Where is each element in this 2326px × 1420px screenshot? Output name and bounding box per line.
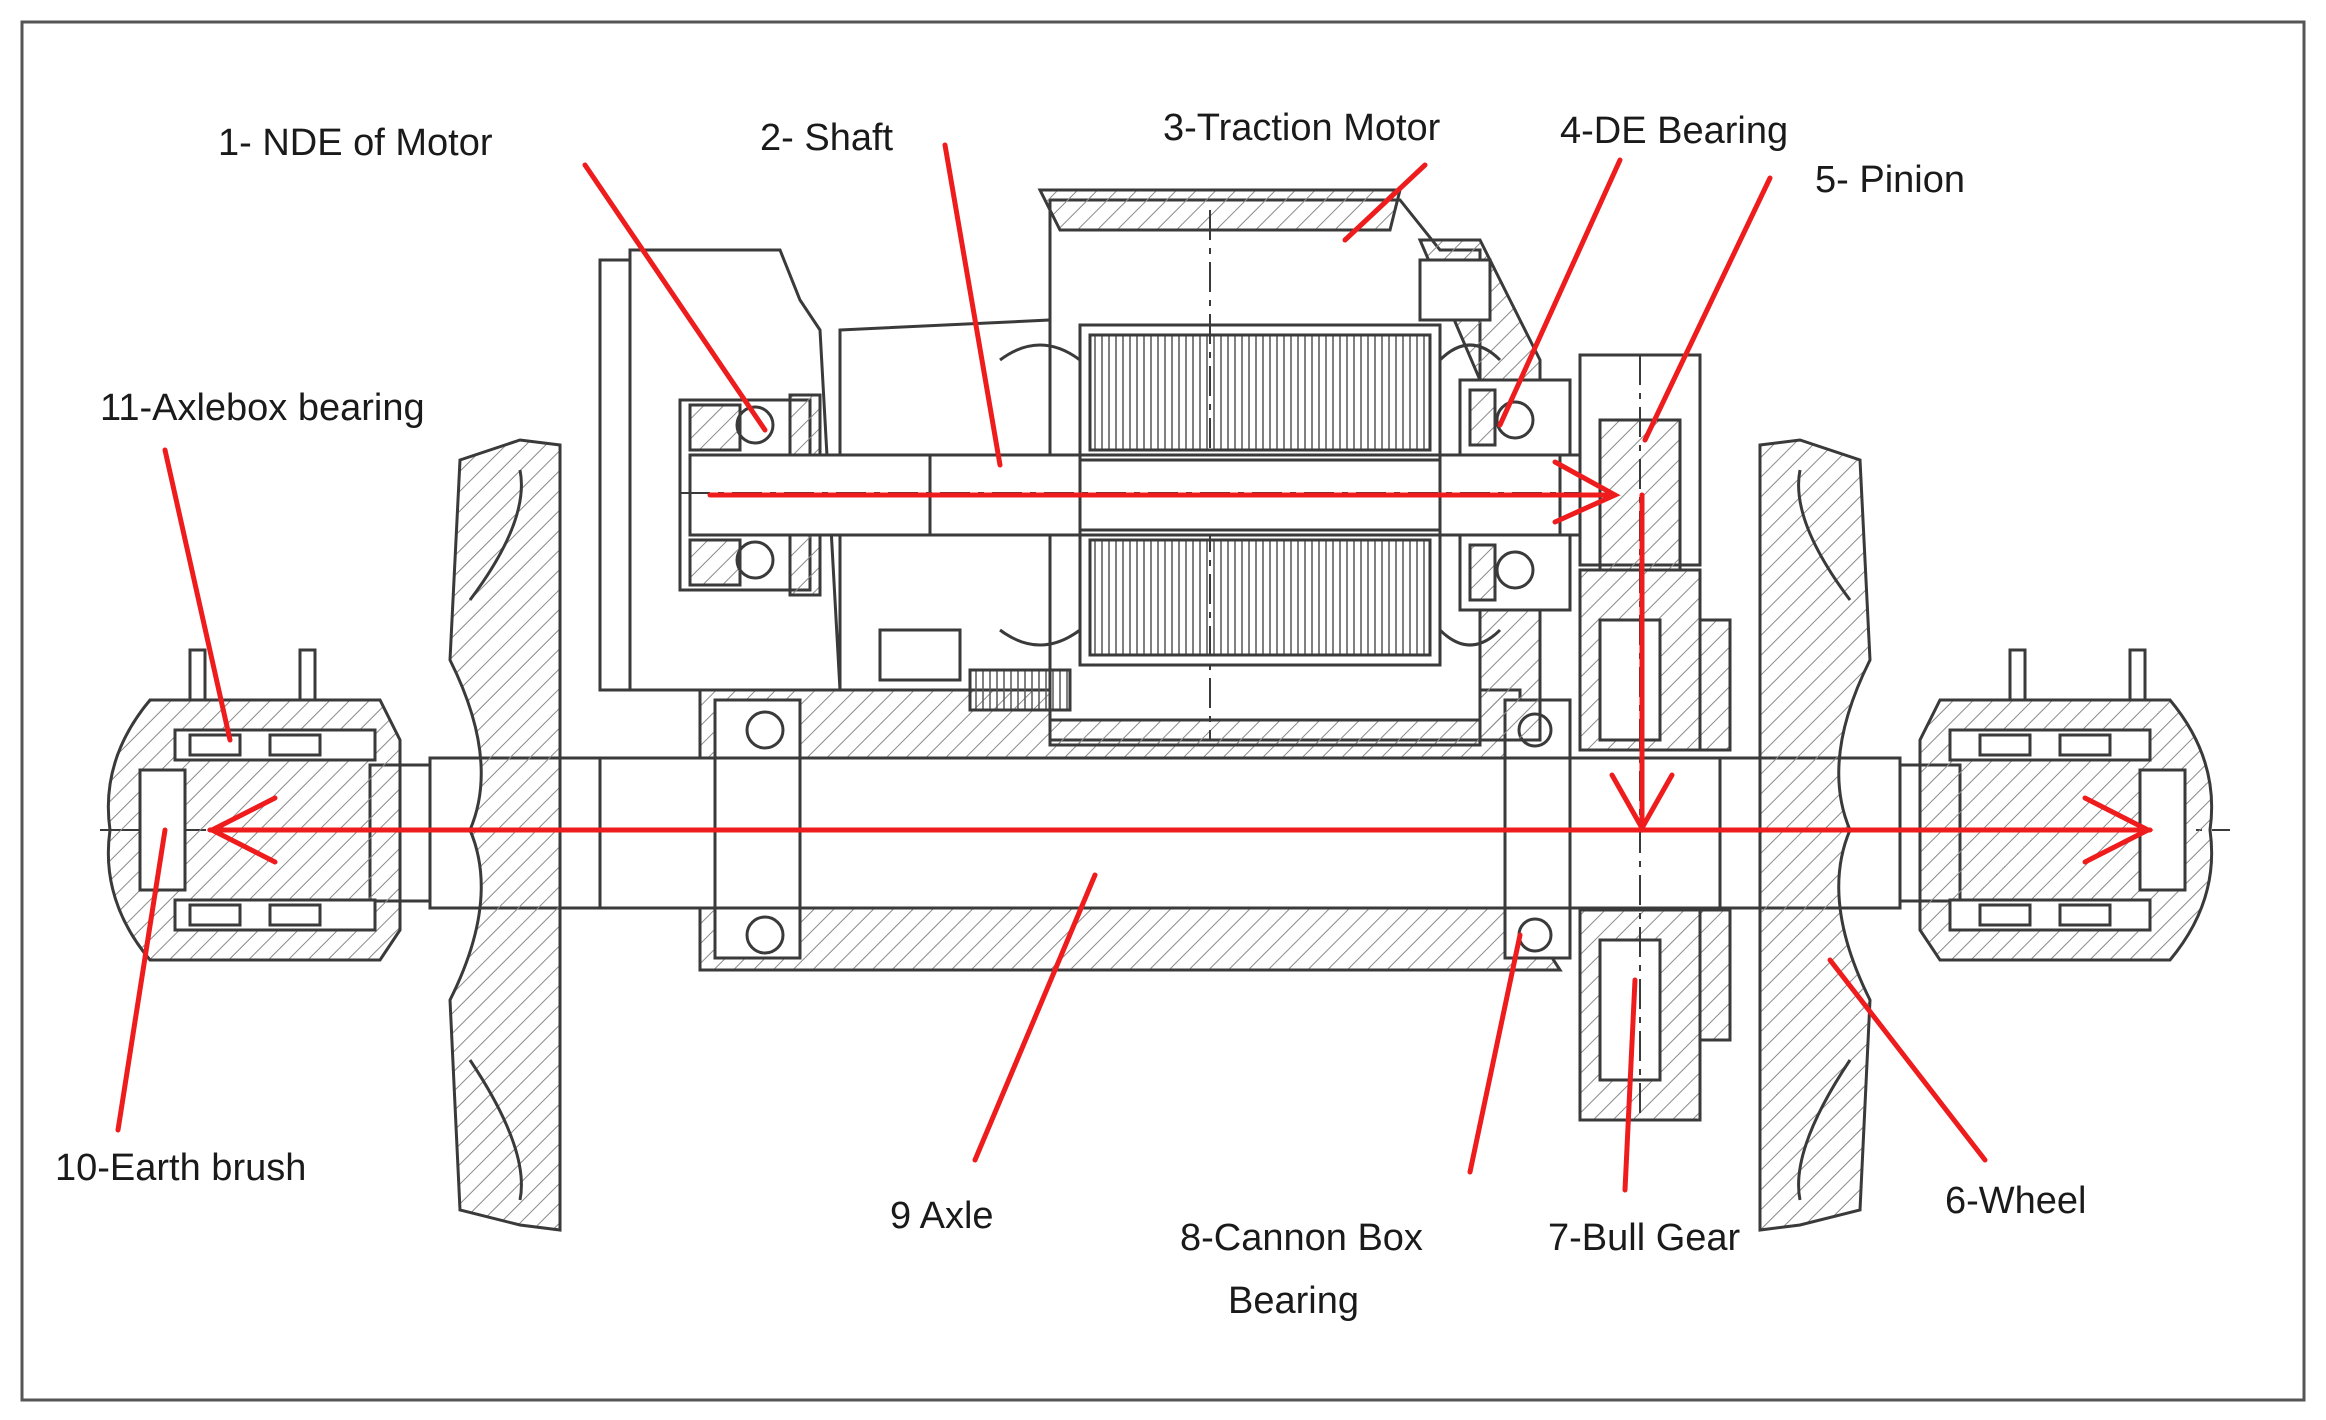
label-pinion: 5- Pinion: [1815, 159, 1965, 201]
label-cannon-box-bearing-line1: 8-Cannon Box: [1180, 1217, 1423, 1259]
label-cannon-box-bearing-line2: Bearing: [1228, 1280, 1359, 1322]
assembly-drawing: [100, 188, 2230, 1232]
label-de-bearing: 4-DE Bearing: [1560, 110, 1788, 152]
leader-bull-gear: [1622, 977, 1638, 1193]
leader-axle: [972, 872, 1098, 1163]
leader-pinion: [1642, 175, 1773, 443]
leader-earth-brush: [115, 827, 168, 1133]
label-axle: 9 Axle: [890, 1195, 994, 1237]
axle-body: [368, 756, 1962, 910]
leader-cannon-box-bearing: [1467, 932, 1523, 1175]
flow-arrowhead-shaft: [1552, 459, 1621, 525]
label-axlebox-bearing: 11-Axlebox bearing: [100, 387, 425, 429]
callout-labels: 1- NDE of Motor 2- Shaft 3-Traction Moto…: [55, 107, 2087, 1322]
flow-arrowhead-axle-right: [2082, 795, 2154, 865]
label-bull-gear: 7-Bull Gear: [1548, 1217, 1741, 1259]
leader-wheel: [1827, 957, 1988, 1163]
leader-axlebox-bearing: [162, 447, 233, 743]
gear-case: [1578, 353, 1732, 1122]
label-earth-brush: 10-Earth brush: [55, 1147, 306, 1189]
power-flow: [206, 459, 2154, 865]
wheel-left: [448, 438, 562, 1232]
leader-shaft: [942, 142, 1003, 468]
leader-de-bearing: [1497, 157, 1623, 428]
leader-traction-motor: [1342, 162, 1428, 243]
label-shaft: 2- Shaft: [760, 117, 894, 159]
axlebox-right: [1918, 648, 2214, 962]
label-traction-motor: 3-Traction Motor: [1163, 107, 1441, 149]
flow-arrowhead-axle-left: [206, 795, 278, 865]
label-nde-of-motor: 1- NDE of Motor: [218, 122, 493, 164]
leader-nde-of-motor: [582, 162, 768, 433]
rotor-stator: [878, 323, 1502, 712]
label-wheel: 6-Wheel: [1945, 1180, 2087, 1222]
figure-frame: [20, 20, 2306, 1402]
wheel-right: [1758, 438, 1872, 1232]
callout-leaders: [115, 142, 1988, 1193]
